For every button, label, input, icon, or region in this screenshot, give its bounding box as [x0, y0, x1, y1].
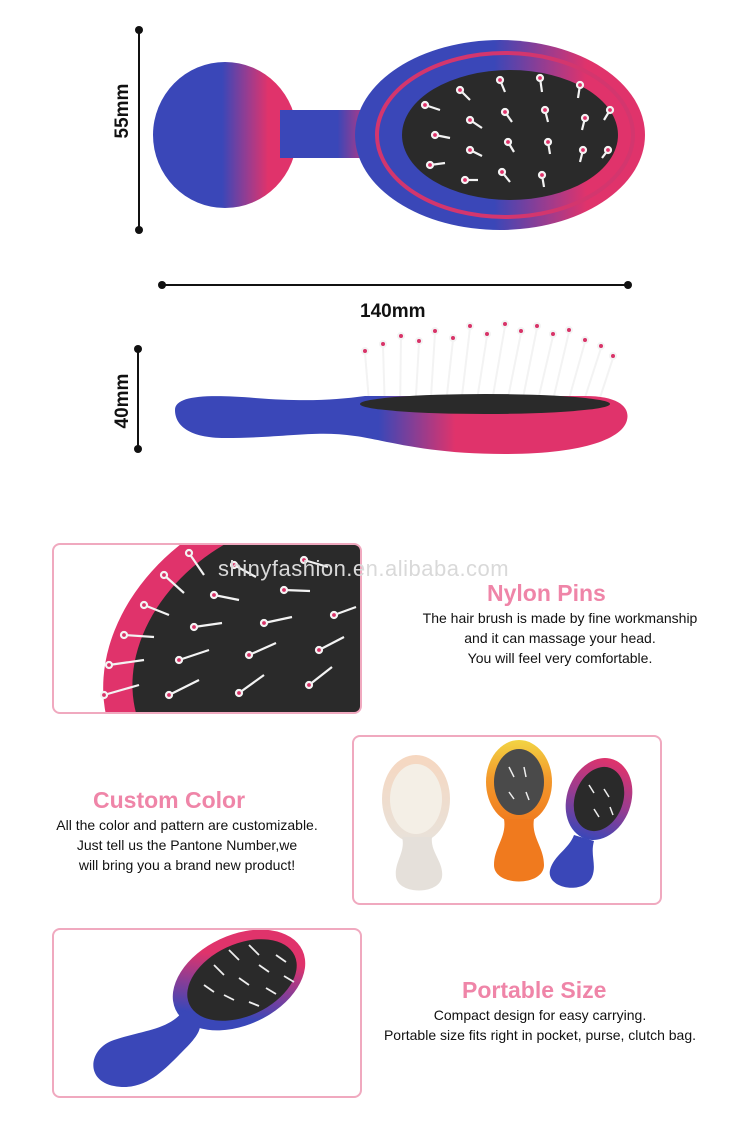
nylon-pins-image-panel: [52, 543, 362, 714]
brush-top-view: [140, 20, 660, 250]
custom-color-description: All the color and pattern are customizab…: [22, 815, 352, 875]
nylon-pins-description: The hair brush is made by fine workmansh…: [400, 608, 720, 668]
custom-color-line-1: All the color and pattern are customizab…: [56, 817, 318, 833]
custom-color-line-3: will bring you a brand new product!: [78, 857, 296, 873]
dimension-label-height-side: 40mm: [112, 373, 133, 429]
brush-side-view: [165, 318, 635, 463]
custom-color-title: Custom Color: [93, 787, 246, 813]
dimension-label-height-top: 55mm: [112, 83, 133, 139]
custom-color-line-2: Just tell us the Pantone Number,we: [76, 837, 298, 853]
dimension-label-length: 140mm: [360, 301, 426, 322]
dimension-line-height-side: [133, 345, 143, 453]
custom-color-image-panel: [352, 735, 662, 905]
watermark-text: shinyfashion.en.alibaba.com: [218, 556, 510, 581]
portable-size-description: Compact design for easy carrying. Portab…: [370, 1005, 710, 1045]
portable-size-line-1: Compact design for easy carrying.: [433, 1007, 647, 1023]
nylon-pins-line-3: You will feel very comfortable.: [467, 650, 653, 666]
nylon-pins-title: Nylon Pins: [487, 580, 606, 606]
dimension-line-length: [158, 280, 632, 290]
portable-size-image-panel: [52, 928, 362, 1098]
portable-size-title: Portable Size: [462, 977, 607, 1003]
portable-size-line-2: Portable size fits right in pocket, purs…: [383, 1027, 697, 1043]
dimension-line-height-top: [134, 26, 144, 234]
nylon-pins-line-1: The hair brush is made by fine workmansh…: [422, 610, 698, 626]
nylon-pins-line-2: and it can massage your head.: [464, 630, 656, 646]
